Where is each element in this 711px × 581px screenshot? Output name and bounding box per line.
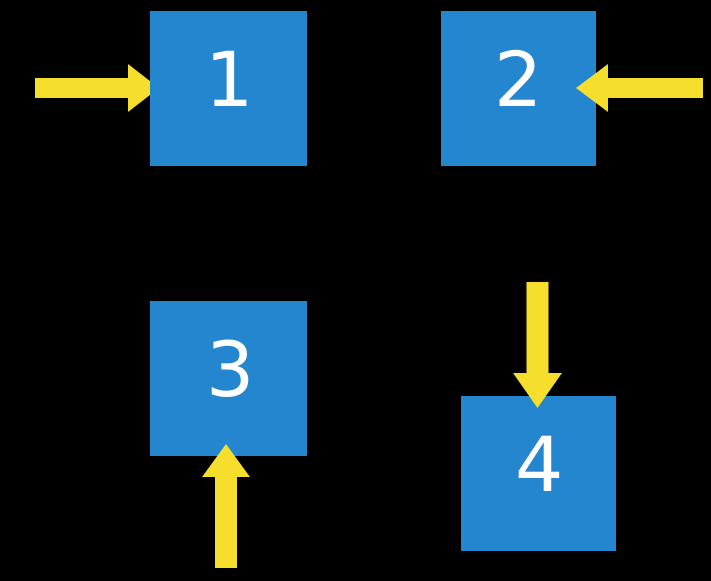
- node-box-4[interactable]: [461, 396, 616, 551]
- arrow-up-into-box-3: [202, 444, 250, 568]
- node-box-2[interactable]: [441, 11, 596, 166]
- arrow-right-into-box-1: [35, 64, 159, 112]
- arrow-down-into-box-4: [513, 282, 562, 408]
- arrow-left-into-box-2: [576, 64, 703, 112]
- node-box-1[interactable]: [150, 11, 307, 166]
- node-box-3[interactable]: [150, 301, 307, 456]
